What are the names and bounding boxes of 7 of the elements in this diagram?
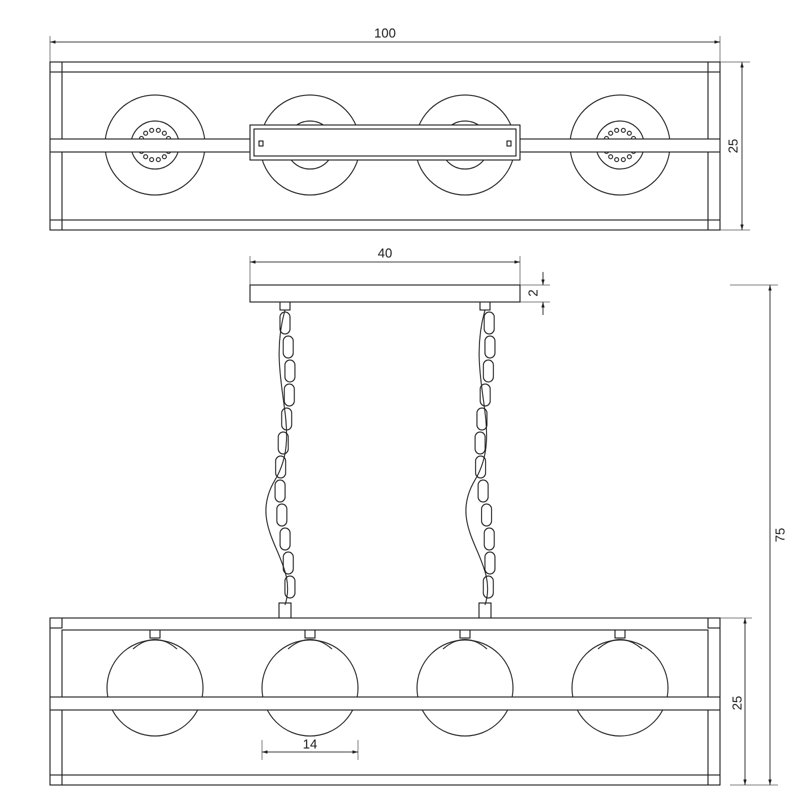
dimension-label: 25 bbox=[726, 138, 740, 154]
dimension-label: 25 bbox=[730, 696, 744, 710]
dimension-label: 14 bbox=[302, 738, 318, 750]
dimension-label: 100 bbox=[374, 26, 396, 40]
dimension-label: 40 bbox=[378, 246, 392, 260]
dimension-label: 2 bbox=[526, 289, 540, 297]
dimension-label: 75 bbox=[774, 528, 786, 542]
